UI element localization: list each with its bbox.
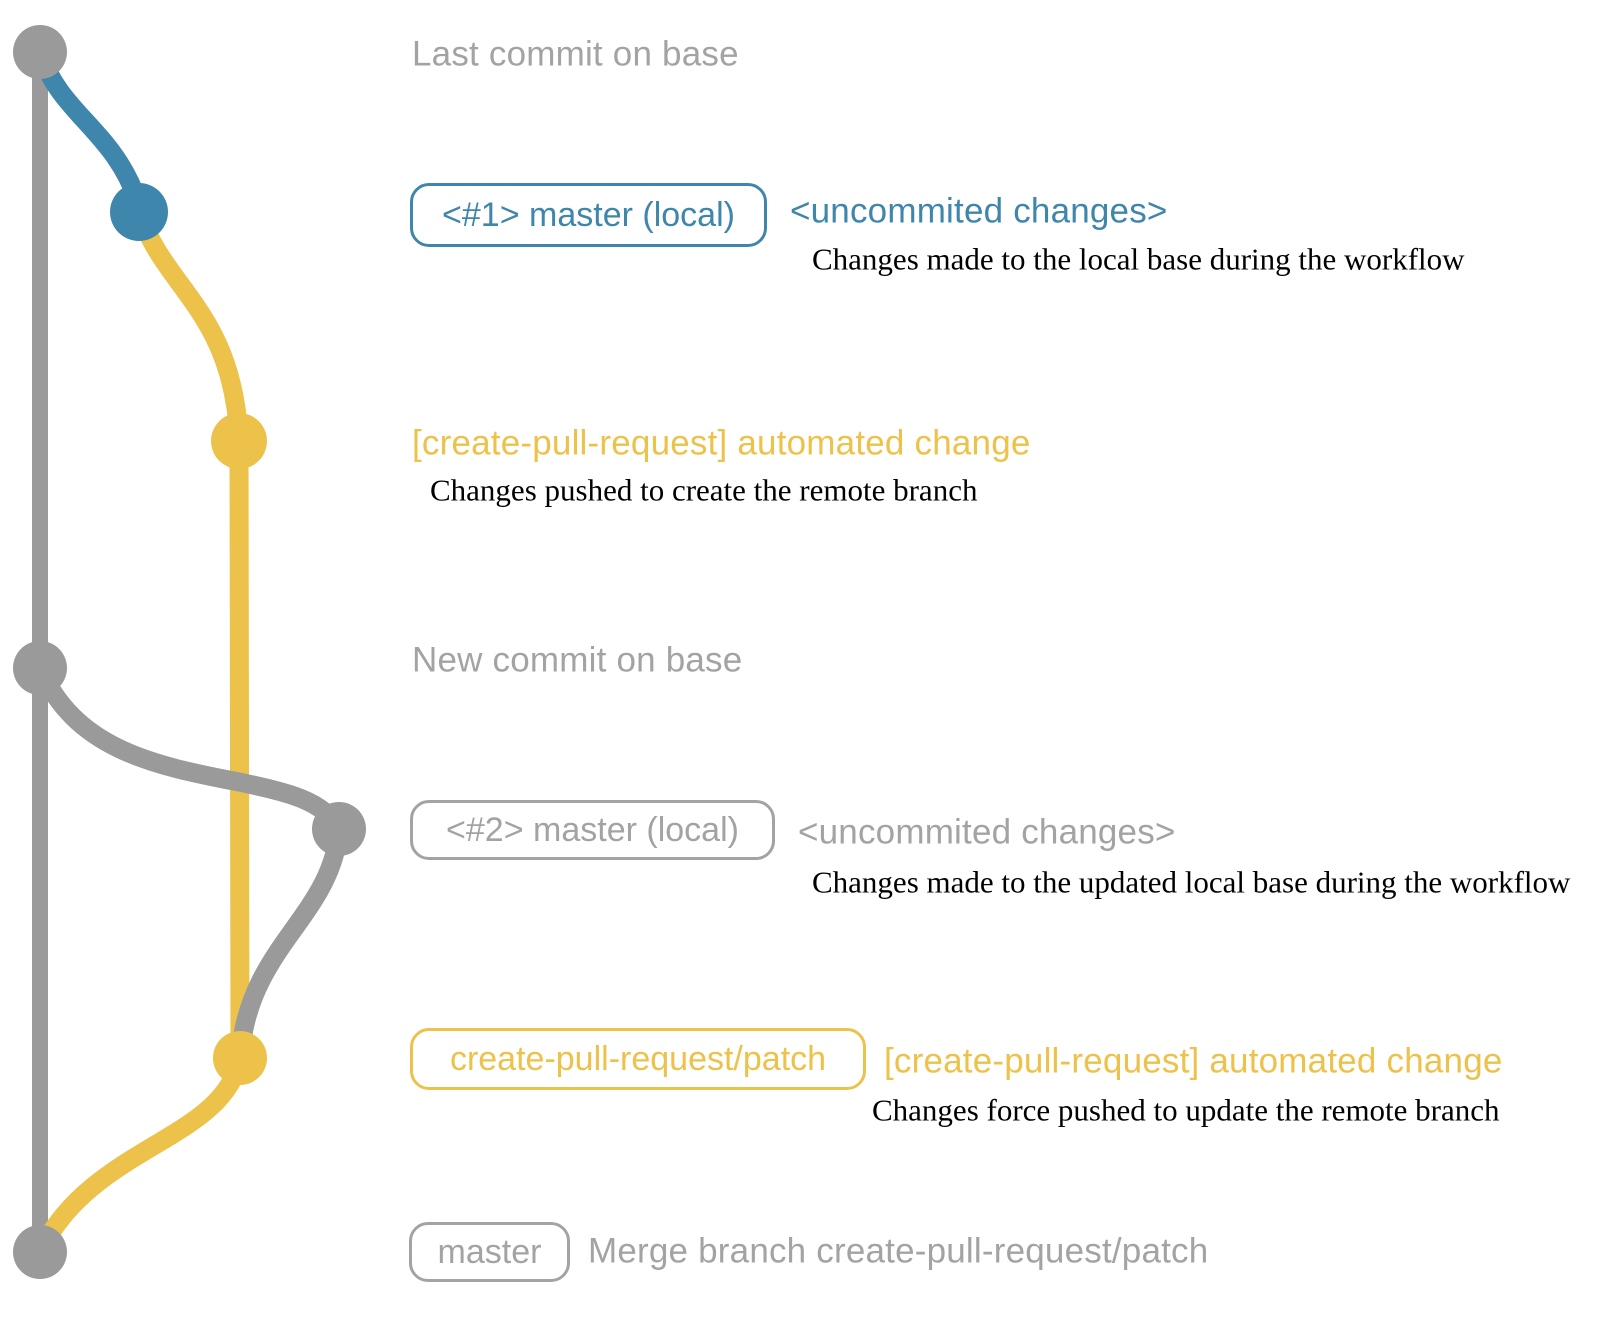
- commit-note-local-1: Changes made to the local base during th…: [812, 241, 1465, 277]
- branch-badge-master-local-1: <#1> master (local): [410, 183, 767, 247]
- commit-dot-merge: [13, 1225, 67, 1279]
- patch-branch-upper-curve: [129, 202, 249, 448]
- commit-dot-patch-2: [213, 1031, 267, 1085]
- patch-merge-curve: [32, 1048, 250, 1258]
- commit-message-local-1: <uncommited changes>: [790, 191, 1168, 231]
- commit-note-local-2: Changes made to the updated local base d…: [812, 864, 1571, 900]
- commit-message-last-base: Last commit on base: [412, 34, 739, 74]
- commit-message-patch-1: [create-pull-request] automated change: [412, 423, 1031, 463]
- commit-note-patch-1: Changes pushed to create the remote bran…: [430, 472, 978, 508]
- branch-badge-patch: create-pull-request/patch: [410, 1028, 866, 1090]
- commit-dot-local-2: [312, 802, 366, 856]
- commit-dot-patch-1: [211, 413, 267, 469]
- branch-badge-master: master: [409, 1222, 570, 1282]
- patch-branch-line: [229, 431, 250, 1068]
- commit-dot-local-1: [110, 183, 168, 241]
- commit-message-local-2: <uncommited changes>: [798, 812, 1176, 852]
- commit-dot-new-base: [13, 641, 67, 695]
- commit-message-patch-2: [create-pull-request] automated change: [884, 1041, 1503, 1081]
- local-branch-2-line: [30, 658, 349, 839]
- commit-dot-last-base: [13, 25, 67, 79]
- branch-badge-master-local-2: <#2> master (local): [410, 800, 775, 860]
- commit-message-new-base: New commit on base: [412, 640, 743, 680]
- commit-message-merge: Merge branch create-pull-request/patch: [588, 1231, 1209, 1271]
- commit-note-patch-2: Changes force pushed to update the remot…: [872, 1092, 1500, 1128]
- local-branch-2-to-patch-curve: [231, 819, 349, 1058]
- local-branch-1-line: [30, 42, 149, 215]
